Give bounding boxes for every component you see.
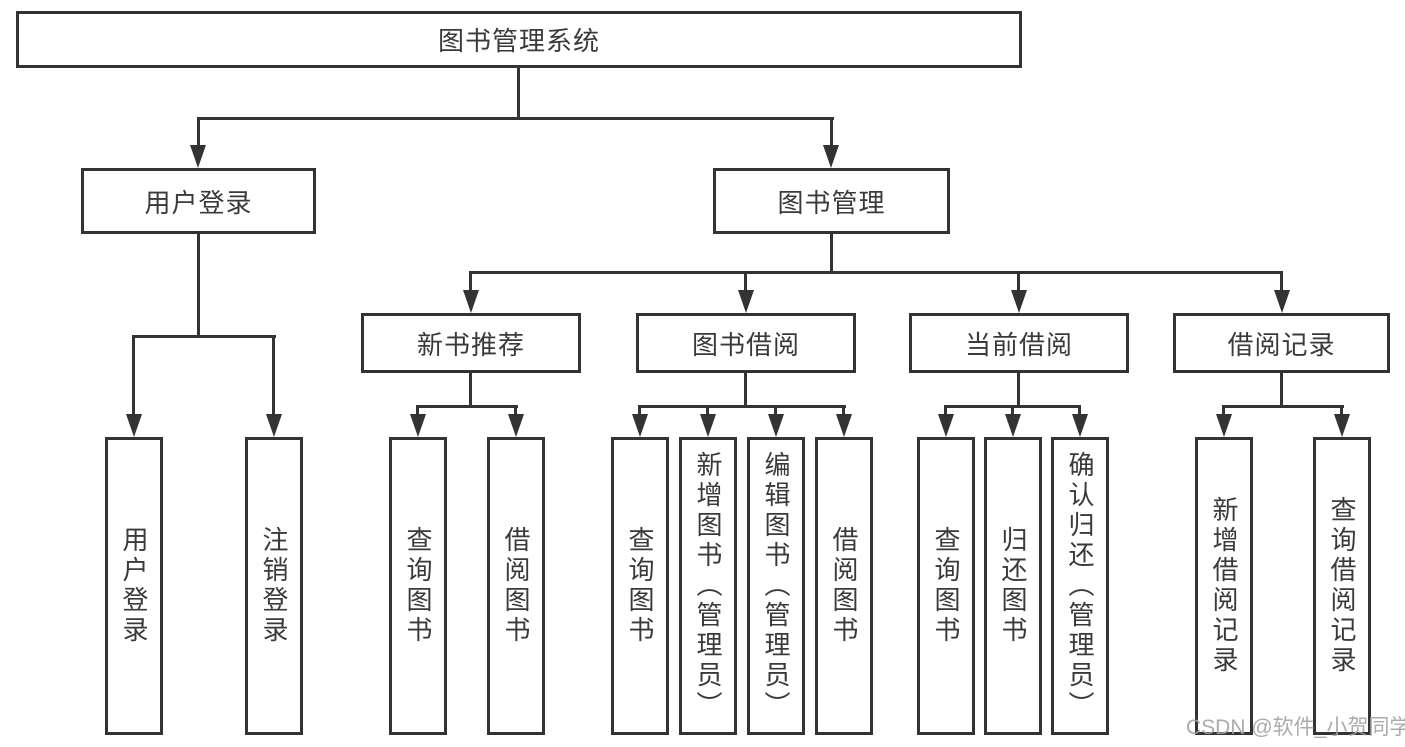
- connector-line: [830, 234, 833, 274]
- connector-line: [517, 68, 520, 117]
- node-root: 图书管理系统: [16, 11, 1022, 68]
- node-current-borrow: 当前借阅: [909, 313, 1129, 373]
- arrow-down-icon: [1334, 414, 1350, 437]
- arrow-down-icon: [508, 414, 524, 437]
- connector-line: [744, 271, 747, 293]
- arrow-down-icon: [1005, 414, 1021, 437]
- arrow-down-icon: [632, 414, 648, 437]
- leaf-return-book: 归还图书: [984, 437, 1042, 735]
- node-label: 借阅记录: [1227, 329, 1336, 360]
- arrow-down-icon: [266, 414, 282, 437]
- leaf-add-borrow-record: 新增借阅记录: [1195, 437, 1253, 735]
- node-label: 查询借阅记录: [1327, 496, 1357, 676]
- leaf-query-books-current: 查询图书: [917, 437, 975, 735]
- connector-line: [944, 405, 947, 417]
- node-label: 归还图书: [998, 526, 1028, 646]
- node-label: 当前借阅: [964, 329, 1073, 360]
- connector-line: [842, 405, 845, 417]
- node-label: 查询图书: [931, 526, 961, 646]
- connector-line: [638, 405, 846, 408]
- node-label: 借阅图书: [501, 526, 531, 646]
- arrow-down-icon: [1072, 414, 1088, 437]
- node-label: 编辑图书（管理员）: [761, 451, 791, 721]
- arrow-down-icon: [190, 145, 206, 168]
- arrow-down-icon: [823, 145, 839, 168]
- arrow-down-icon: [938, 414, 954, 437]
- arrow-down-icon: [1216, 414, 1232, 437]
- csdn-watermark: CSDN @软件_小贺同学: [1186, 716, 1405, 739]
- leaf-query-books-recommend: 查询图书: [389, 437, 447, 735]
- connector-line: [469, 271, 472, 293]
- node-label: 新增借阅记录: [1209, 496, 1239, 676]
- node-label: 借阅图书: [829, 526, 859, 646]
- connector-line: [1280, 271, 1283, 293]
- connector-line: [416, 405, 419, 417]
- connector-line: [197, 234, 200, 338]
- connector-line: [1017, 271, 1020, 293]
- connector-line: [272, 335, 275, 416]
- connector-line: [706, 405, 709, 417]
- connector-line: [1280, 373, 1283, 408]
- connector-line: [469, 271, 1283, 274]
- connector-line: [416, 405, 518, 408]
- node-label: 注销登录: [259, 526, 289, 646]
- connector-line: [774, 405, 777, 417]
- connector-line: [514, 405, 517, 417]
- leaf-borrow-books: 借阅图书: [815, 437, 873, 735]
- arrow-down-icon: [463, 290, 479, 313]
- leaf-confirm-return-admin: 确认归还（管理员）: [1051, 437, 1109, 735]
- connector-line: [469, 373, 472, 408]
- connector-line: [1340, 405, 1343, 417]
- leaf-edit-book-admin: 编辑图书（管理员）: [747, 437, 805, 735]
- arrow-down-icon: [126, 414, 142, 437]
- arrow-down-icon: [738, 290, 754, 313]
- node-user-login: 用户登录: [81, 168, 316, 234]
- arrow-down-icon: [768, 414, 784, 437]
- connector-line: [638, 405, 641, 417]
- node-new-book-recommend: 新书推荐: [361, 313, 581, 373]
- leaf-user-login: 用户登录: [105, 437, 163, 735]
- node-label: 图书管理: [777, 187, 886, 218]
- node-label: 图书管理系统: [437, 26, 600, 56]
- node-label: 新增图书（管理员）: [693, 451, 723, 721]
- leaf-borrow-books-recommend: 借阅图书: [487, 437, 545, 735]
- connector-line: [132, 335, 276, 338]
- node-label: 查询图书: [625, 526, 655, 646]
- leaf-query-borrow-record: 查询借阅记录: [1313, 437, 1371, 735]
- node-label: 图书借阅: [691, 329, 800, 360]
- node-book-management: 图书管理: [713, 168, 950, 234]
- leaf-query-books-borrow: 查询图书: [611, 437, 669, 735]
- connector-line: [132, 335, 135, 416]
- connector-line: [1017, 373, 1020, 408]
- leaf-add-book-admin: 新增图书（管理员）: [679, 437, 737, 735]
- arrow-down-icon: [1274, 290, 1290, 313]
- leaf-logout: 注销登录: [245, 437, 303, 735]
- connector-line: [197, 117, 200, 147]
- node-label: 用户登录: [144, 187, 253, 218]
- connector-line: [1011, 405, 1014, 417]
- node-label: 确认归还（管理员）: [1065, 451, 1095, 721]
- connector-line: [1222, 405, 1225, 417]
- connector-line: [197, 117, 834, 120]
- connector-line: [1222, 405, 1344, 408]
- connector-line: [830, 117, 833, 147]
- connector-line: [1078, 405, 1081, 417]
- arrow-down-icon: [836, 414, 852, 437]
- node-label: 查询图书: [403, 526, 433, 646]
- node-label: 新书推荐: [416, 329, 525, 360]
- node-borrow-records: 借阅记录: [1173, 313, 1390, 373]
- node-label: 用户登录: [119, 526, 149, 646]
- arrow-down-icon: [410, 414, 426, 437]
- connector-line: [744, 373, 747, 408]
- arrow-down-icon: [1011, 290, 1027, 313]
- node-book-borrow: 图书借阅: [636, 313, 856, 373]
- arrow-down-icon: [700, 414, 716, 437]
